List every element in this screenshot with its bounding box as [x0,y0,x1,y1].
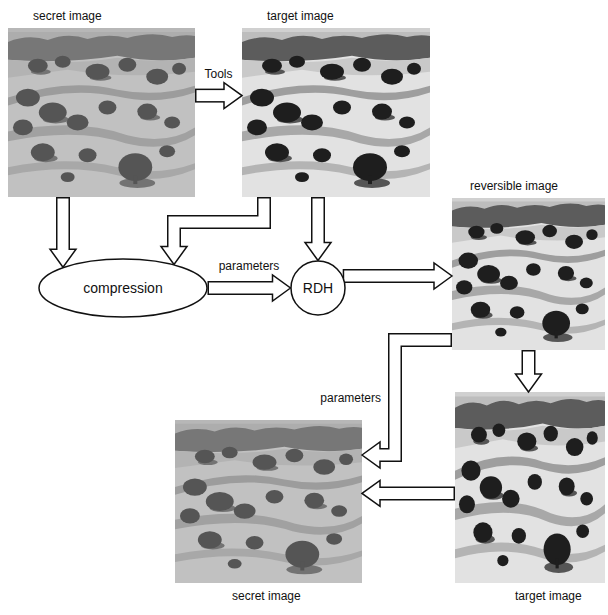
image-panel: secret image [175,420,362,583]
edge-label: Tools [202,67,234,81]
arrow-head [161,247,187,265]
arrow-shaft-fill [344,271,435,282]
block-arrow [362,480,455,506]
arrow-head [273,275,291,301]
arrow-shaft-fill [379,340,451,455]
arrow-head [305,243,331,261]
block-arrow [343,263,452,289]
edge-label: parameters [217,259,282,273]
image-caption: secret image [33,9,102,23]
node-label: compression [83,280,162,296]
block-arrow [208,275,291,301]
arrow-shaft-fill [313,199,324,245]
block-arrow [516,350,542,392]
image-panel: secret image [8,28,195,197]
arrow-head [362,442,380,468]
arrow-head [516,374,542,392]
block-arrow [50,197,76,267]
arrow-shaft-fill [197,90,226,101]
shape-outline [291,261,345,315]
arrow-shaft-fill [58,199,69,251]
process-circle: RDH [290,260,346,316]
process-ellipse: compression [38,258,208,318]
arrow-shaft-fill [379,488,454,499]
image-caption: target image [515,589,582,603]
arrow-shaft-fill [523,352,534,376]
image-caption: reversible image [470,179,558,193]
node-text-wrap: RDH [290,260,346,316]
arrow-shaft-fill [209,283,274,294]
image-panel: target image [455,392,605,583]
arrow-shaft-fill [174,199,264,249]
node-text-wrap: compression [38,258,208,318]
shape-outline [39,259,207,317]
image-caption: secret image [232,589,301,603]
image-panel: target image [242,28,430,197]
block-arrow [195,83,242,109]
edge-label: parameters [318,391,383,405]
node-label: RDH [303,280,333,296]
block-arrow [161,197,264,265]
image-panel: reversible image [452,198,605,350]
arrow-head [224,83,242,109]
image-caption: target image [267,9,334,23]
arrow-head [362,480,380,506]
arrow-head [434,263,452,289]
block-arrow [305,197,331,261]
